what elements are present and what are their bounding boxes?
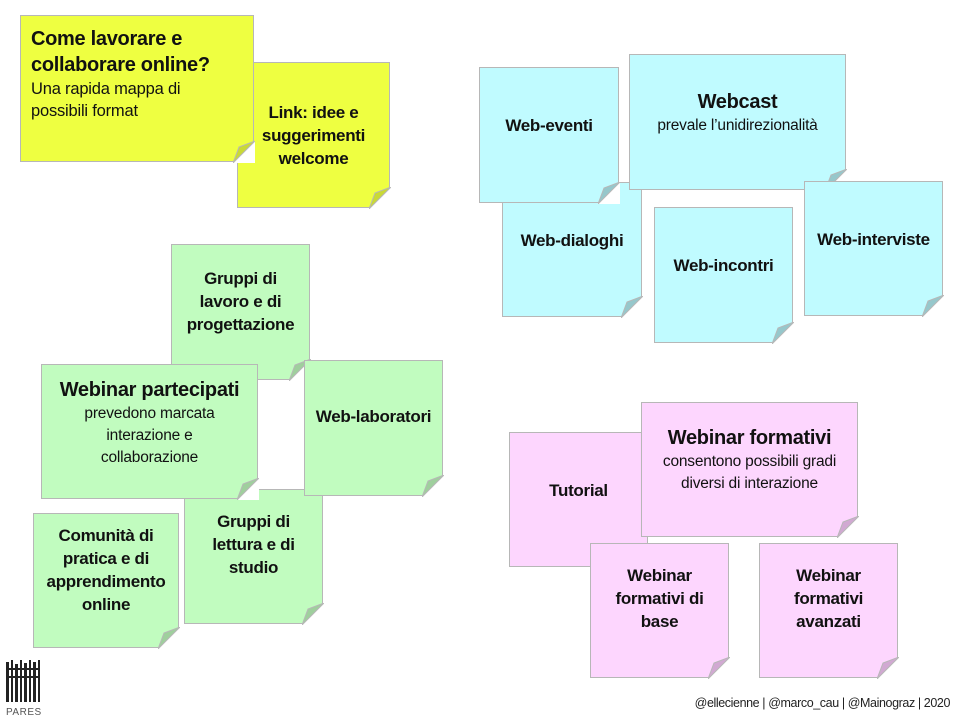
note-subtitle: prevedono marcata interazione e collabor… [84, 405, 215, 466]
note-web-incontri[interactable]: Web-incontri [654, 207, 794, 344]
note-title: Gruppi di lettura e di studio [212, 512, 295, 577]
page-curl-icon [620, 295, 643, 318]
page-curl-icon [421, 474, 444, 497]
note-title: Web-incontri [673, 256, 774, 275]
link-note[interactable]: Link: idee e suggerimenti welcome [237, 62, 391, 209]
page-curl-icon [771, 321, 794, 344]
note-title: Tutorial [549, 481, 608, 500]
page-curl-icon [301, 602, 324, 625]
note-title: Web-eventi [505, 116, 593, 135]
note-comunita-pratica[interactable]: Comunità di pratica e di apprendimento o… [33, 513, 180, 649]
note-title: Webcast [697, 91, 778, 113]
page-curl-icon [921, 294, 944, 317]
note-gruppi-lavoro[interactable]: Gruppi di lavoro e di progettazione [171, 244, 311, 381]
pares-logo: PARES [6, 660, 46, 718]
note-webinar-partecipati[interactable]: Webinar partecipati prevedono marcata in… [41, 364, 259, 500]
link-note-title: Link: idee e suggerimenti welcome [261, 102, 366, 168]
note-web-laboratori[interactable]: Web-laboratori [304, 360, 444, 497]
note-gruppi-lettura[interactable]: Gruppi di lettura e di studio [184, 489, 324, 625]
note-title: Webinar formativi di base [615, 566, 704, 631]
note-webinar-formativi[interactable]: Webinar formativi consentono possibili g… [641, 402, 859, 538]
note-web-dialoghi[interactable]: Web-dialoghi [502, 182, 643, 318]
note-title: Webinar partecipati [59, 379, 240, 401]
note-webinar-formativi-base[interactable]: Webinar formativi di base [590, 543, 730, 679]
page-curl-icon [157, 626, 180, 649]
page-curl-icon [876, 656, 899, 679]
note-title: Web-dialoghi [520, 231, 624, 250]
note-tutorial[interactable]: Tutorial [509, 432, 648, 567]
note-title: Web-interviste [817, 230, 930, 249]
note-webinar-formativi-avanzati[interactable]: Webinar formativi avanzati [759, 543, 899, 679]
note-title: Comunità di pratica e di apprendimento o… [46, 526, 166, 614]
page-curl-icon [597, 181, 620, 204]
note-web-eventi[interactable]: Web-eventi [479, 67, 620, 204]
page-curl-icon [707, 656, 730, 679]
note-subtitle: consentono possibili gradi diversi di in… [662, 453, 837, 492]
note-title: Webinar formativi [667, 427, 832, 449]
page-curl-icon [232, 140, 255, 163]
note-title: Webinar formativi avanzati [793, 566, 864, 631]
note-title: Gruppi di lavoro e di progettazione [186, 269, 295, 334]
page-curl-icon [368, 186, 391, 209]
title-note-title: Come lavorare e collaborare online? [31, 28, 210, 76]
title-note-subtitle: Una rapida mappa di possibili format [31, 80, 181, 120]
note-webcast[interactable]: Webcast prevale l’unidirezionalità [629, 54, 847, 191]
note-title: Web-laboratori [315, 407, 432, 426]
note-web-interviste[interactable]: Web-interviste [804, 181, 944, 317]
title-note: Come lavorare e collaborare online? Una … [20, 15, 255, 163]
pares-logo-icon [6, 660, 40, 702]
logo-label: PARES [6, 707, 42, 718]
page-curl-icon [836, 515, 859, 538]
note-subtitle: prevale l’unidirezionalità [657, 117, 818, 134]
footer-credits: @ellecienne | @marco_cau | @Mainograz | … [694, 696, 951, 710]
page-curl-icon [236, 477, 259, 500]
